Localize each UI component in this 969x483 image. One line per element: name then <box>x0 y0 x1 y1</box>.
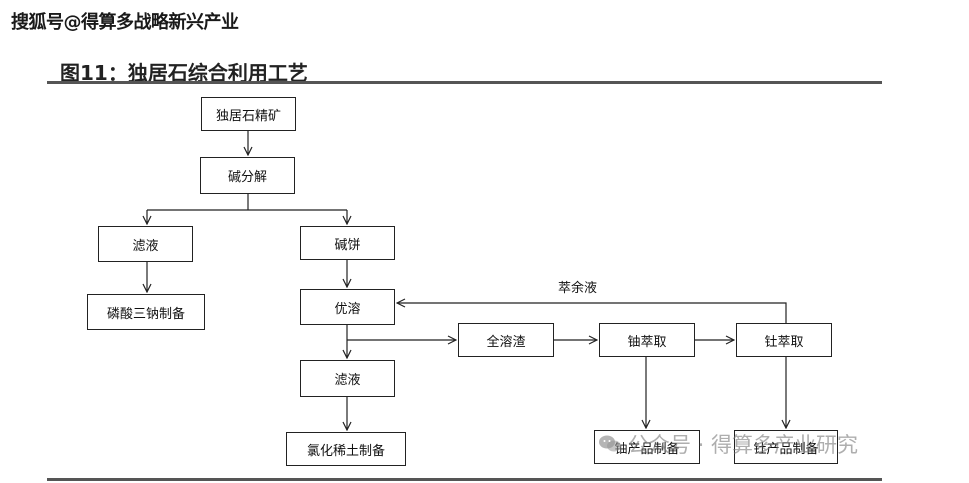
watermark-text: 公众号 · 得算多产业研究 <box>628 433 859 457</box>
node-total-dissolution-residue: 全溶渣 <box>458 323 554 357</box>
node-alkali-decomposition: 碱分解 <box>200 157 295 194</box>
wechat-icon <box>599 435 621 452</box>
node-rare-earth-chloride: 氯化稀土制备 <box>286 432 406 466</box>
node-thorium-extraction: 钍萃取 <box>736 323 832 357</box>
top-rule <box>47 81 882 84</box>
source-caption: 搜狐号@得算多战略新兴产业 <box>11 12 239 33</box>
edge-raffinate-return <box>397 303 787 323</box>
node-concentrate: 独居石精矿 <box>201 97 296 131</box>
node-uranium-extraction: 铀萃取 <box>599 323 695 357</box>
node-filtrate-2: 滤液 <box>300 360 395 397</box>
label-raffinate: 萃余液 <box>558 281 598 296</box>
node-filtrate-1: 滤液 <box>98 226 193 262</box>
node-thorium-product: 钍产品制备 <box>734 430 838 464</box>
watermark: 公众号 · 得算多产业研究 <box>598 429 858 459</box>
node-trisodium-phosphate: 磷酸三钠制备 <box>87 294 205 330</box>
node-optimal-dissolution: 优溶 <box>300 289 395 325</box>
bottom-rule <box>47 478 882 481</box>
node-alkali-cake: 碱饼 <box>300 226 395 260</box>
